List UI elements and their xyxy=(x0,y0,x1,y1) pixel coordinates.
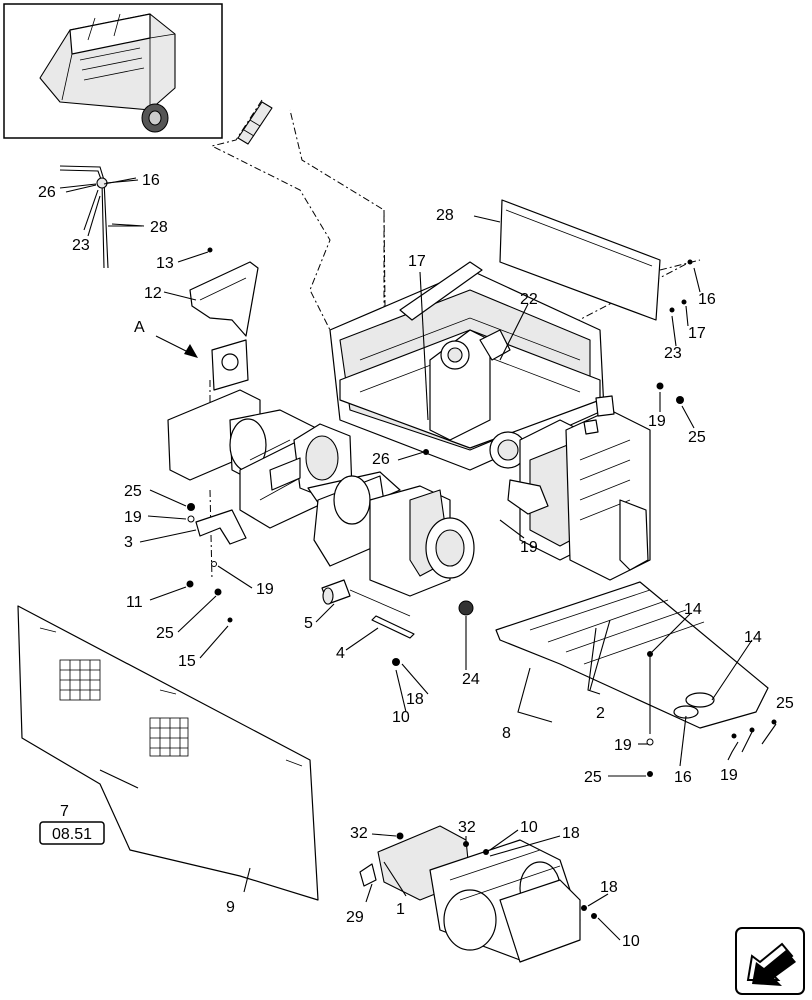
callout-2: 2 xyxy=(596,705,605,722)
rotor-bearing-assembly xyxy=(167,339,475,597)
part-28-panel xyxy=(499,199,661,321)
callout-16-right: 16 xyxy=(698,291,716,308)
callout-26-top: 26 xyxy=(38,184,56,201)
part-24-nut xyxy=(458,600,474,616)
callout-11: 11 xyxy=(126,594,143,611)
callout-10-bottom: 10 xyxy=(520,819,538,836)
callout-5: 5 xyxy=(304,615,313,632)
callout-14-left: 14 xyxy=(684,601,702,618)
callout-19-center: 19 xyxy=(520,539,538,556)
next-page-arrow-icon[interactable] xyxy=(735,927,805,995)
callout-10-bottom-right: 10 xyxy=(622,933,640,950)
callout-26-center: 26 xyxy=(372,451,390,468)
callout-15: 15 xyxy=(178,653,196,670)
part-7-side-panel xyxy=(17,605,319,901)
callout-7: 7 xyxy=(60,803,69,820)
callout-32-left: 32 xyxy=(350,825,368,842)
callout-25-right: 25 xyxy=(688,429,706,446)
callout-25-floor: 25 xyxy=(584,769,602,786)
vent-grille-1 xyxy=(59,659,101,701)
callout-24: 24 xyxy=(462,671,480,688)
callout-25-far-right: 25 xyxy=(776,695,794,712)
callout-19-far-right: 19 xyxy=(720,767,738,784)
callout-23-right: 23 xyxy=(664,345,682,362)
callout-12: 12 xyxy=(144,285,162,302)
leader-lines xyxy=(65,179,777,941)
baler-overview-thumbnail xyxy=(3,3,223,139)
callout-16-floor: 16 xyxy=(674,769,692,786)
part-3-bracket xyxy=(195,509,247,545)
bracket-detail-top-left xyxy=(59,165,142,269)
reference-box[interactable]: 08.51 xyxy=(39,821,105,845)
callout-18-mid: 18 xyxy=(406,691,424,708)
callout-3: 3 xyxy=(124,534,133,551)
callout-28-top: 28 xyxy=(150,219,168,236)
callout-25-left: 25 xyxy=(124,483,142,500)
upper-arm xyxy=(237,101,273,145)
baler-overview-icon xyxy=(39,13,176,133)
callout-8: 8 xyxy=(502,725,511,742)
callout-view-a: A xyxy=(134,319,145,336)
callout-10-mid: 10 xyxy=(392,709,410,726)
callout-4: 4 xyxy=(336,645,345,662)
callout-18-bottom: 18 xyxy=(562,825,580,842)
callout-16-top: 16 xyxy=(142,172,160,189)
vent-grille-2 xyxy=(149,717,189,757)
part-12-shield xyxy=(189,261,259,337)
main-frame-assembly xyxy=(329,261,651,581)
callout-29: 29 xyxy=(346,909,364,926)
callout-23-top: 23 xyxy=(72,237,90,254)
callout-13: 13 xyxy=(156,255,174,272)
callout-19-right: 19 xyxy=(648,413,666,430)
callout-19-floor: 19 xyxy=(614,737,632,754)
callout-17-right: 17 xyxy=(688,325,706,342)
reference-box-label: 08.51 xyxy=(52,826,92,843)
hardware-fasteners xyxy=(186,247,777,919)
callout-22: 22 xyxy=(520,291,538,308)
callout-28-right: 28 xyxy=(436,207,454,224)
callout-18-bottom-right: 18 xyxy=(600,879,618,896)
callout-19-left: 19 xyxy=(124,509,142,526)
callout-14-right: 14 xyxy=(744,629,762,646)
callout-17-center: 17 xyxy=(408,253,426,270)
callout-19-mid: 19 xyxy=(256,581,274,598)
callout-32-right: 32 xyxy=(458,819,476,836)
callout-1: 1 xyxy=(396,901,405,918)
callout-labels: 26 16 23 28 13 12 A 25 19 3 11 19 25 15 … xyxy=(38,172,794,950)
callout-9: 9 xyxy=(226,899,235,916)
callout-25-mid: 25 xyxy=(156,625,174,642)
bottom-rotor-assembly xyxy=(359,825,581,963)
part-5-shaft xyxy=(321,579,411,617)
part-8-floor-panel xyxy=(495,581,769,729)
view-arrow-a xyxy=(155,335,198,358)
part-4-strip xyxy=(371,615,415,639)
